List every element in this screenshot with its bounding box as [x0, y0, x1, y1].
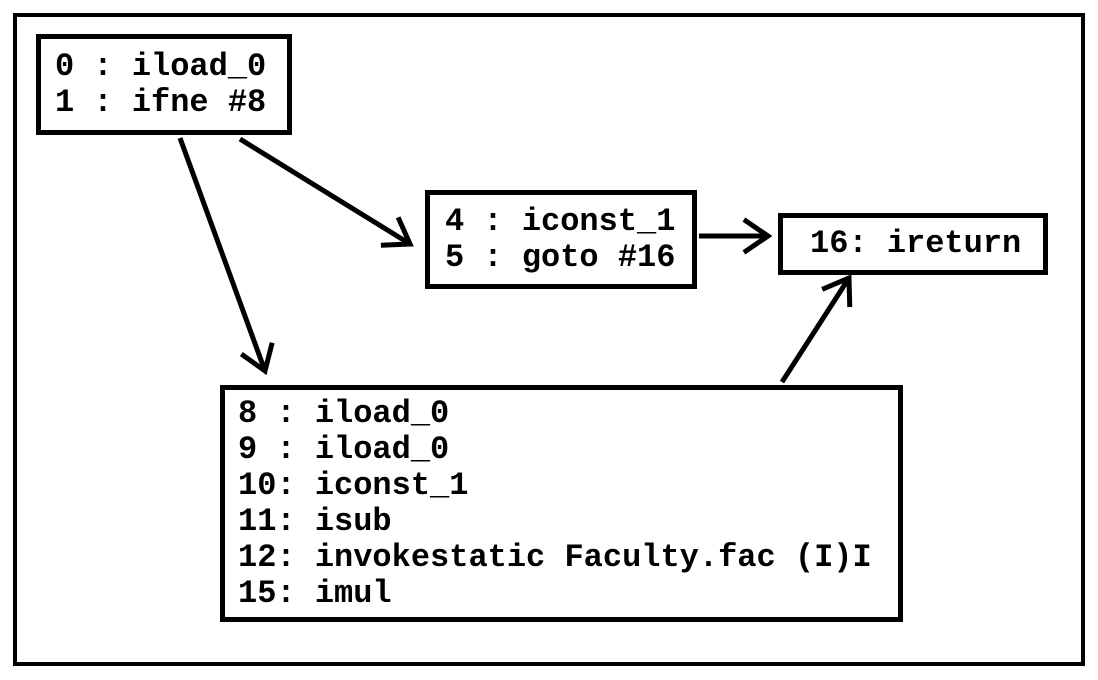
bytecode-line: 16: ireturn	[810, 225, 1022, 262]
bytecode-line: 12: invokestatic Faculty.fac (I)I	[238, 538, 872, 576]
bytecode-line: 1 : ifne #8	[55, 83, 267, 121]
bytecode-line: 0 : iload_0	[55, 47, 267, 85]
basic-block-4: 4 : iconst_1 5 : goto #16	[425, 190, 697, 289]
bytecode-line: 10: iconst_1	[238, 466, 469, 504]
bytecode-line: 8 : iload_0	[238, 394, 450, 432]
diagram-border	[13, 13, 1085, 666]
bytecode-line: 9 : iload_0	[238, 430, 450, 468]
bytecode-line: 15: imul	[238, 574, 392, 612]
bytecode-line: 11: isub	[238, 502, 392, 540]
basic-block-8: 8 : iload_0 9 : iload_0 10: iconst_1 11:…	[220, 385, 903, 622]
bytecode-line: 4 : iconst_1	[445, 202, 676, 240]
basic-block-16: 16: ireturn	[778, 213, 1048, 275]
bytecode-line: 5 : goto #16	[445, 238, 676, 276]
basic-block-0: 0 : iload_0 1 : ifne #8	[36, 34, 292, 135]
